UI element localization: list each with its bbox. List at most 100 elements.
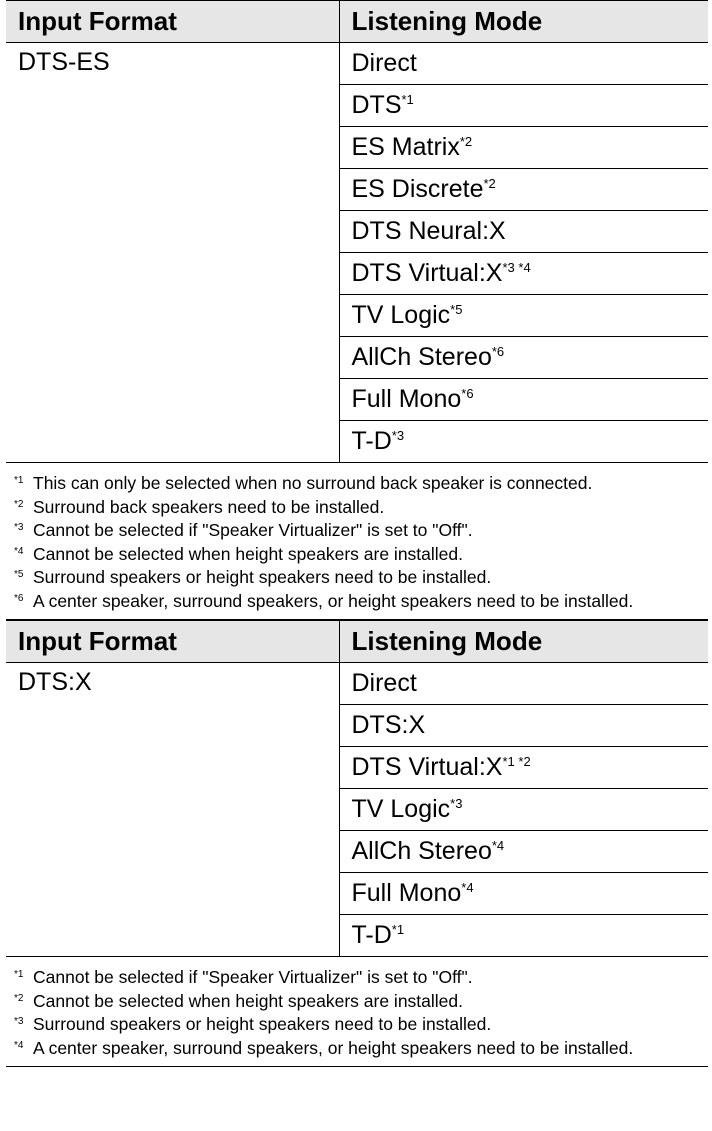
listening-mode-cell: DTS:X (338, 704, 708, 747)
mode-label: T-D (351, 921, 392, 949)
footnote-reference: *6 (491, 344, 505, 359)
footnote-text: Cannot be selected when height speakers … (33, 543, 463, 564)
table-row: AllCh Stereo*4 (6, 830, 708, 873)
footnote-reference: *1 *2 (502, 754, 531, 769)
footnote-item: *5 Surround speakers or height speakers n… (14, 566, 708, 590)
footnote-text: A center speaker, surround speakers, or … (33, 590, 634, 611)
input-format-cell: DTS:X (6, 662, 339, 957)
table-row: AllCh Stereo*6 (6, 336, 708, 379)
footnote-mark: *2 (14, 498, 24, 510)
listening-mode-cell: DTS Neural:X (338, 210, 708, 253)
mode-label: Full Mono (351, 385, 462, 413)
footnote-item: *1 Cannot be selected if "Speaker Virtual… (14, 966, 708, 990)
listening-mode-cell: Full Mono*6 (338, 378, 708, 421)
footnote-text: Cannot be selected when height speakers … (33, 990, 463, 1011)
footnote-text: A center speaker, surround speakers, or … (33, 1037, 634, 1058)
footnote-item: *2 Cannot be selected when height speaker… (14, 990, 708, 1014)
footnote-reference: *3 *4 (502, 260, 531, 275)
mode-label: AllCh Stereo (351, 837, 492, 865)
footnote-text: Surround speakers or height speakers nee… (33, 1014, 492, 1034)
mode-label: Direct (351, 669, 417, 697)
listening-mode-cell: TV Logic*5 (338, 294, 708, 337)
footnote-reference: *2 (483, 176, 496, 191)
input-format-cell: DTS-ES (6, 42, 339, 463)
header-input-format: Input Format (6, 620, 339, 663)
mode-label: TV Logic (351, 301, 451, 329)
table-header-row: Input Format Listening Mode (6, 620, 708, 663)
footnote-text: Surround back speakers need to be instal… (33, 496, 385, 517)
table-row: DTS:X (6, 704, 708, 747)
table-row: TV Logic*3 (6, 788, 708, 831)
footnote-mark: *2 (14, 992, 24, 1004)
mode-label: DTS (351, 91, 402, 119)
mode-label: Full Mono (351, 879, 462, 907)
listening-mode-cell: T-D*1 (338, 914, 708, 957)
footnote-mark: *1 (14, 475, 24, 486)
footnote-item: *2 Surround back speakers need to be inst… (14, 496, 708, 520)
header-listening-mode: Listening Mode (338, 620, 708, 663)
footnote-reference: *1 (391, 922, 405, 937)
table-row: DTS*1 (6, 84, 708, 127)
footnote-mark: *4 (14, 1039, 24, 1051)
table-row: Full Mono*4 (6, 872, 708, 915)
mode-label: DTS Neural:X (351, 217, 506, 245)
mode-label: DTS Virtual:X (351, 259, 503, 287)
listening-mode-cell: Direct (338, 42, 708, 85)
listening-mode-cell: Full Mono*4 (338, 872, 708, 915)
listening-mode-cell: ES Discrete*2 (338, 168, 708, 211)
footnote-reference: *2 (459, 134, 473, 149)
listening-mode-cell: TV Logic*3 (338, 788, 708, 831)
footnote-item: *4 A center speaker, surround speakers, o… (14, 1037, 708, 1061)
table-row: DTS-ES Direct (6, 42, 708, 463)
table-row: DTS Virtual:X*3 *4 (6, 252, 708, 295)
listening-mode-cell: DTS Virtual:X*1 *2 (338, 746, 708, 789)
mode-label: Direct (351, 49, 417, 77)
table-row: ES Matrix*2 (6, 126, 708, 169)
footnote-text: Cannot be selected if "Speaker Virtualiz… (33, 520, 473, 540)
header-input-format: Input Format (6, 0, 339, 43)
mode-label: TV Logic (351, 795, 451, 823)
footnote-reference: *3 (450, 796, 463, 811)
mode-label: T-D (351, 427, 392, 455)
footnote-mark: *3 (14, 522, 24, 533)
mode-label: ES Matrix (351, 133, 460, 161)
table-row: DTS Neural:X (6, 210, 708, 253)
listening-mode-cell: AllCh Stereo*6 (338, 336, 708, 379)
footnote-reference: *1 (401, 92, 414, 107)
footnote-text: Surround speakers or height speakers nee… (33, 567, 492, 587)
footnote-mark: *4 (14, 545, 24, 557)
table-row: TV Logic*5 (6, 294, 708, 337)
footnote-mark: *5 (14, 569, 24, 580)
footnote-mark: *1 (14, 969, 24, 980)
footnote-reference: *4 (491, 838, 505, 853)
header-listening-mode: Listening Mode (338, 0, 708, 43)
listening-mode-cell: DTS Virtual:X*3 *4 (338, 252, 708, 295)
table-row: ES Discrete*2 (6, 168, 708, 211)
footnotes: *1 Cannot be selected if "Speaker Virtual… (6, 957, 708, 1067)
table-header-row: Input Format Listening Mode (6, 0, 708, 43)
mode-label: AllCh Stereo (351, 343, 492, 371)
listening-mode-cell: ES Matrix*2 (338, 126, 708, 169)
table-row: T-D*1 (6, 914, 708, 957)
footnote-reference: *5 (450, 302, 463, 317)
table-row: Full Mono*6 (6, 378, 708, 421)
footnote-reference: *3 (391, 428, 405, 443)
footnote-mark: *3 (14, 1016, 24, 1027)
listening-mode-cell: AllCh Stereo*4 (338, 830, 708, 873)
table-row: DTS:X Direct (6, 662, 708, 957)
listening-mode-page: Input Format Listening Mode DTS-ES Direct… (6, 0, 708, 1067)
listening-mode-cell: T-D*3 (338, 420, 708, 463)
footnote-item: *3 Cannot be selected if "Speaker Virtual… (14, 519, 708, 543)
footnote-item: *4 Cannot be selected when height speaker… (14, 543, 708, 567)
listening-mode-table-dts-es: Input Format Listening Mode DTS-ES Direct… (6, 0, 708, 463)
listening-mode-cell: Direct (338, 662, 708, 705)
table-row: DTS Virtual:X*1 *2 (6, 746, 708, 789)
footnote-text: Cannot be selected if "Speaker Virtualiz… (33, 967, 473, 987)
footnote-reference: *4 (461, 880, 474, 895)
listening-mode-cell: DTS*1 (338, 84, 708, 127)
